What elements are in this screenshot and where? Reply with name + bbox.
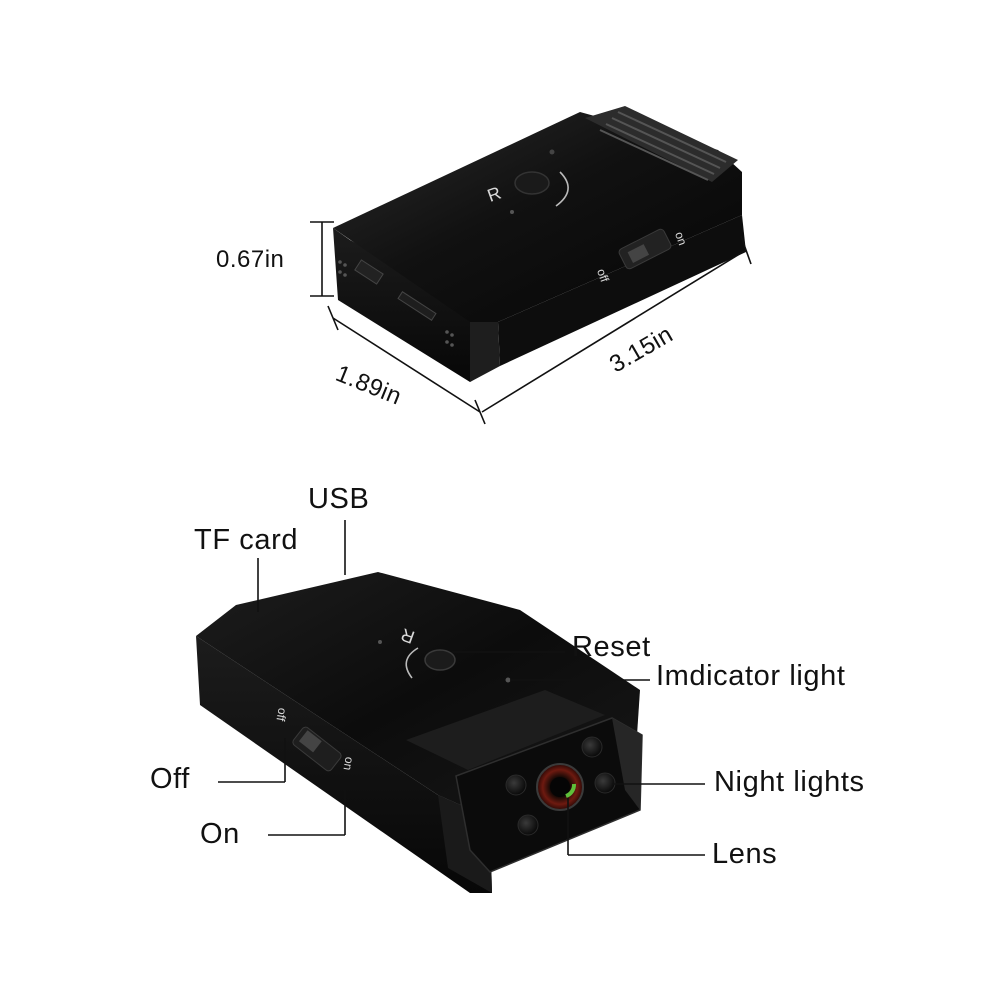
callout-leader-lines: [218, 520, 705, 856]
bottom-reset-letter: R: [398, 624, 417, 647]
bottom-device-side: [196, 636, 492, 893]
top-device-grip: [585, 106, 738, 182]
dimension-lines: [310, 221, 752, 425]
night-light-4: [594, 772, 616, 794]
reset-label: Reset: [572, 631, 651, 663]
top-device-right-side: [498, 215, 746, 366]
bottom-reset-button: [424, 649, 456, 671]
bottom-switch-off-marking: off: [273, 707, 289, 723]
top-device-top-surface: [333, 112, 742, 322]
night-light-3: [517, 814, 539, 836]
top-reset-button: [514, 171, 550, 195]
top-switch-off-marking: off: [594, 267, 612, 285]
height-dimension-label: 0.67in: [216, 246, 285, 273]
top-tf-slot: [397, 291, 437, 321]
night-lights-label: Night lights: [714, 766, 865, 798]
night-light-2: [581, 736, 603, 758]
bottom-device-hinge: [406, 690, 605, 770]
indicator-light-label: Imdicator light: [656, 660, 846, 692]
usb-label: USB: [308, 483, 370, 515]
lens-label: Lens: [712, 838, 778, 870]
night-light-1: [505, 774, 527, 796]
night-lights: [505, 736, 616, 836]
tf-card-label: TF card: [194, 524, 299, 556]
top-reset-letter: R: [485, 183, 504, 206]
on-label: On: [200, 818, 240, 850]
off-label: Off: [150, 763, 190, 795]
top-camera-view: R on off: [310, 106, 752, 425]
top-switch-on-marking: on: [672, 230, 690, 247]
bottom-camera-view: R off on: [196, 520, 705, 893]
bottom-switch-on-marking: on: [340, 756, 356, 772]
top-usb-port: [354, 259, 384, 285]
